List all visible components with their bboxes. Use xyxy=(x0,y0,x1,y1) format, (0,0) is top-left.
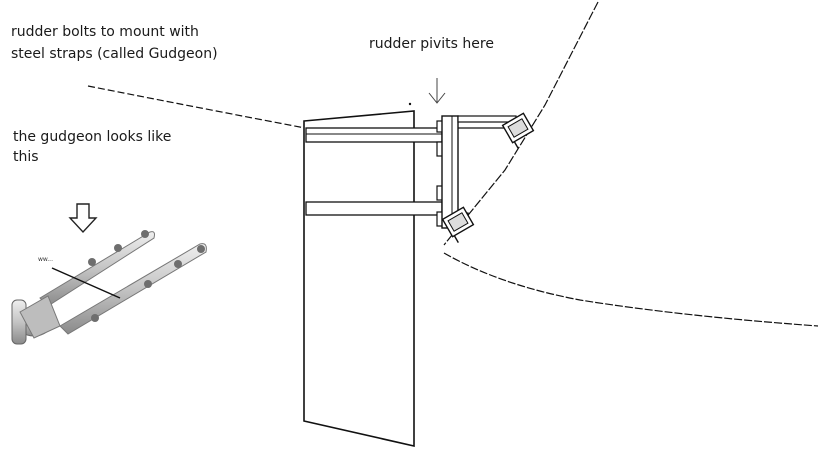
hull-line-right xyxy=(444,253,818,326)
gudgeon-label-line1: the gudgeon looks like xyxy=(13,127,171,147)
bolts-label-line1: rudder bolts to mount with xyxy=(11,22,199,42)
pivots-label: rudder pivits here xyxy=(369,34,494,54)
bolts-label-line2: steel straps (called Gudgeon) xyxy=(11,44,218,64)
upper-arm xyxy=(458,116,516,122)
photo-tiny-text: ww... xyxy=(38,256,53,264)
hull-line-left xyxy=(88,86,305,128)
gudgeon-photo xyxy=(12,230,206,344)
rudder-blade xyxy=(304,111,414,446)
upper-strap xyxy=(306,128,442,142)
rudder-dot xyxy=(409,103,411,105)
gudgeon-label-line2: this xyxy=(13,147,39,167)
pivot-arrow-icon xyxy=(429,78,445,103)
photo-arrow-icon xyxy=(70,204,96,232)
lower-strap xyxy=(306,202,442,215)
